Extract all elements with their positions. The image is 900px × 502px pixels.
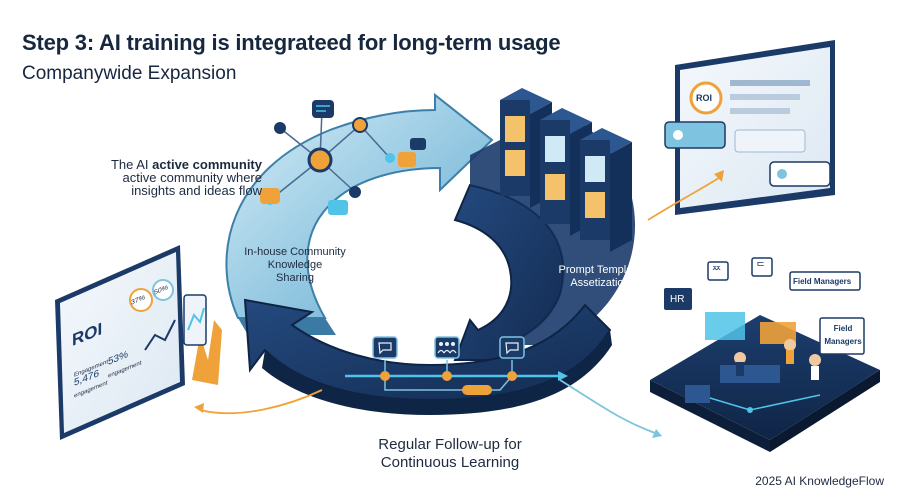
right-dashboard xyxy=(664,40,835,215)
office-tag-2: Field Managers xyxy=(823,322,863,348)
office-hr-sign: HR xyxy=(670,294,685,305)
community-note-bold: active community xyxy=(152,157,262,172)
sharing-label-line1: In-house Community xyxy=(244,246,346,258)
prompt-label-line2: Assetization xyxy=(570,277,630,289)
sharing-label-line3: Sharing xyxy=(276,272,314,284)
prompt-label: Prompt Template Assetization xyxy=(540,264,660,290)
follow-up-arrow xyxy=(243,298,612,415)
followup-label: Regular Follow-up for Continuous Learnin… xyxy=(360,436,540,472)
office-tag-1: Field Managers xyxy=(793,277,852,286)
community-network xyxy=(260,100,426,215)
left-dashboard xyxy=(55,245,222,440)
page-subtitle: Companywide Expansion xyxy=(22,63,237,84)
office-sign-1: ᄍ xyxy=(712,266,722,277)
followup-label-line2: Continuous Learning xyxy=(380,454,520,471)
prompt-template-servers xyxy=(500,88,632,252)
right-roi: ROI xyxy=(696,93,713,103)
office-scene xyxy=(650,257,880,452)
followup-label-line1: Regular Follow-up for xyxy=(378,436,522,453)
community-note-prefix: The AI xyxy=(110,157,149,172)
footer-credit: 2025 AI KnowledgeFlow xyxy=(755,474,884,488)
office-tag-2-line2: Managers xyxy=(824,337,862,346)
office-tag-2-line1: Field xyxy=(833,324,853,333)
community-note-line2: active community where xyxy=(122,170,262,185)
prompt-label-line1: Prompt Template xyxy=(558,264,642,276)
sharing-label-line2: Knowledge xyxy=(267,259,323,271)
sharing-label: In-house Community Knowledge Sharing xyxy=(240,246,350,285)
flow-arrows xyxy=(194,170,724,438)
community-note-line3: insights and ideas flow xyxy=(131,183,262,198)
office-sign-2: ᄃ xyxy=(756,262,766,273)
page-title: Step 3: AI training is integrateed for l… xyxy=(22,30,561,55)
community-note: The AI active community active community… xyxy=(82,158,262,197)
